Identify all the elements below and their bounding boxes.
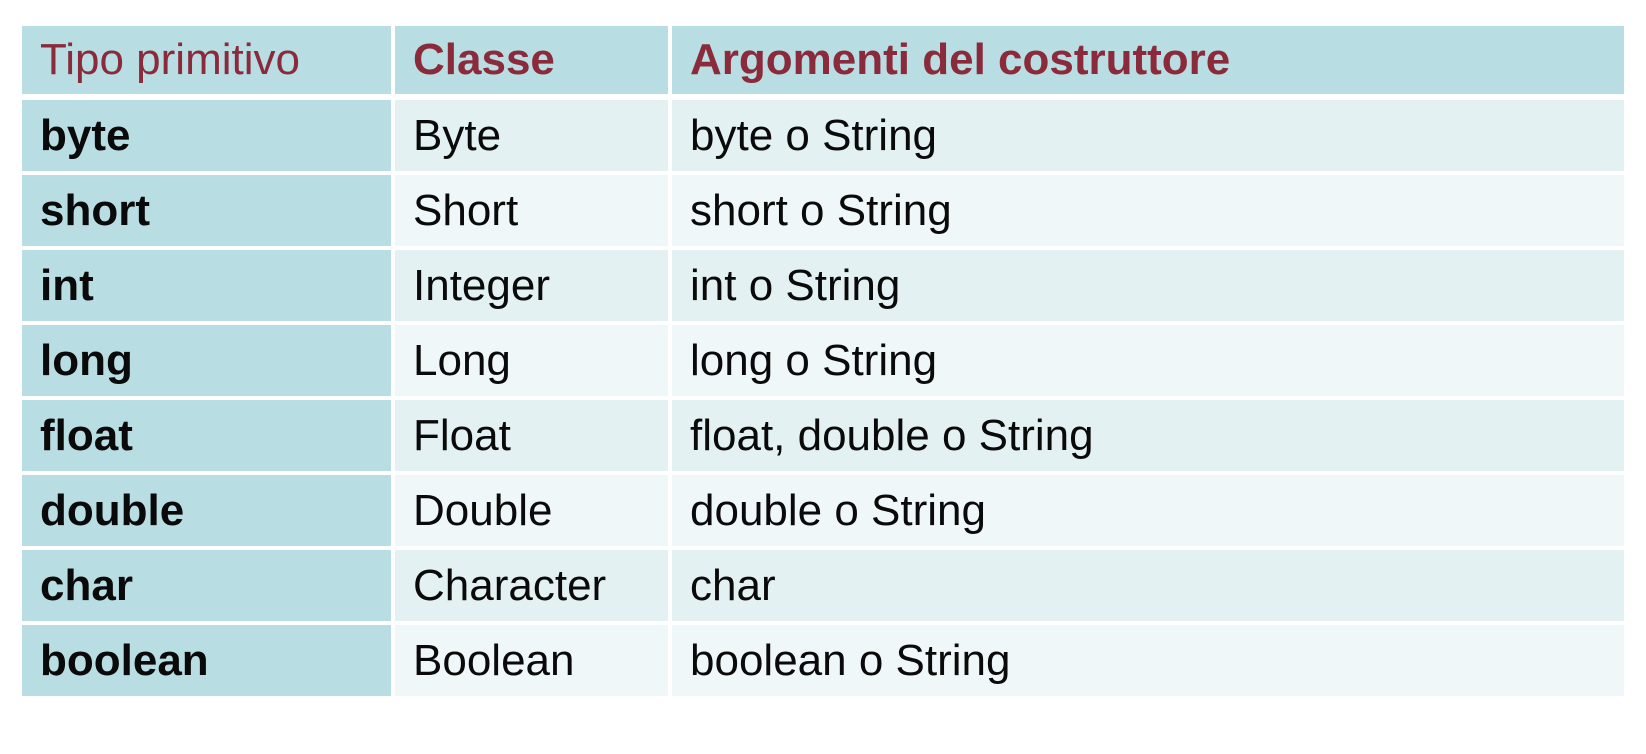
header-class: Classe — [395, 26, 672, 100]
constructor-args-cell: boolean o String — [672, 625, 1624, 696]
primitive-cell: long — [22, 325, 395, 400]
primitive-cell: float — [22, 400, 395, 475]
class-cell: Short — [395, 175, 672, 250]
primitive-cell: boolean — [22, 625, 395, 696]
table-row: long Long long o String — [22, 325, 1624, 400]
primitive-cell: short — [22, 175, 395, 250]
table-row: char Character char — [22, 550, 1624, 625]
header-row: Tipo primitivo Classe Argomenti del cost… — [22, 26, 1624, 100]
class-cell: Character — [395, 550, 672, 625]
constructor-args-cell: char — [672, 550, 1624, 625]
constructor-args-cell: long o String — [672, 325, 1624, 400]
primitive-cell: char — [22, 550, 395, 625]
wrapper-classes-table-container: Tipo primitivo Classe Argomenti del cost… — [22, 26, 1624, 696]
class-cell: Boolean — [395, 625, 672, 696]
wrapper-classes-table: Tipo primitivo Classe Argomenti del cost… — [22, 26, 1624, 696]
header-primitive-type: Tipo primitivo — [22, 26, 395, 100]
table-body: byte Byte byte o String short Short shor… — [22, 100, 1624, 696]
table-header: Tipo primitivo Classe Argomenti del cost… — [22, 26, 1624, 100]
primitive-cell: int — [22, 250, 395, 325]
class-cell: Long — [395, 325, 672, 400]
constructor-args-cell: double o String — [672, 475, 1624, 550]
constructor-args-cell: byte o String — [672, 100, 1624, 175]
constructor-args-cell: float, double o String — [672, 400, 1624, 475]
primitive-cell: byte — [22, 100, 395, 175]
table-row: short Short short o String — [22, 175, 1624, 250]
table-row: double Double double o String — [22, 475, 1624, 550]
constructor-args-cell: short o String — [672, 175, 1624, 250]
table-row: float Float float, double o String — [22, 400, 1624, 475]
class-cell: Integer — [395, 250, 672, 325]
class-cell: Double — [395, 475, 672, 550]
constructor-args-cell: int o String — [672, 250, 1624, 325]
header-constructor-args: Argomenti del costruttore — [672, 26, 1624, 100]
class-cell: Float — [395, 400, 672, 475]
table-row: int Integer int o String — [22, 250, 1624, 325]
primitive-cell: double — [22, 475, 395, 550]
class-cell: Byte — [395, 100, 672, 175]
table-row: boolean Boolean boolean o String — [22, 625, 1624, 696]
table-row: byte Byte byte o String — [22, 100, 1624, 175]
